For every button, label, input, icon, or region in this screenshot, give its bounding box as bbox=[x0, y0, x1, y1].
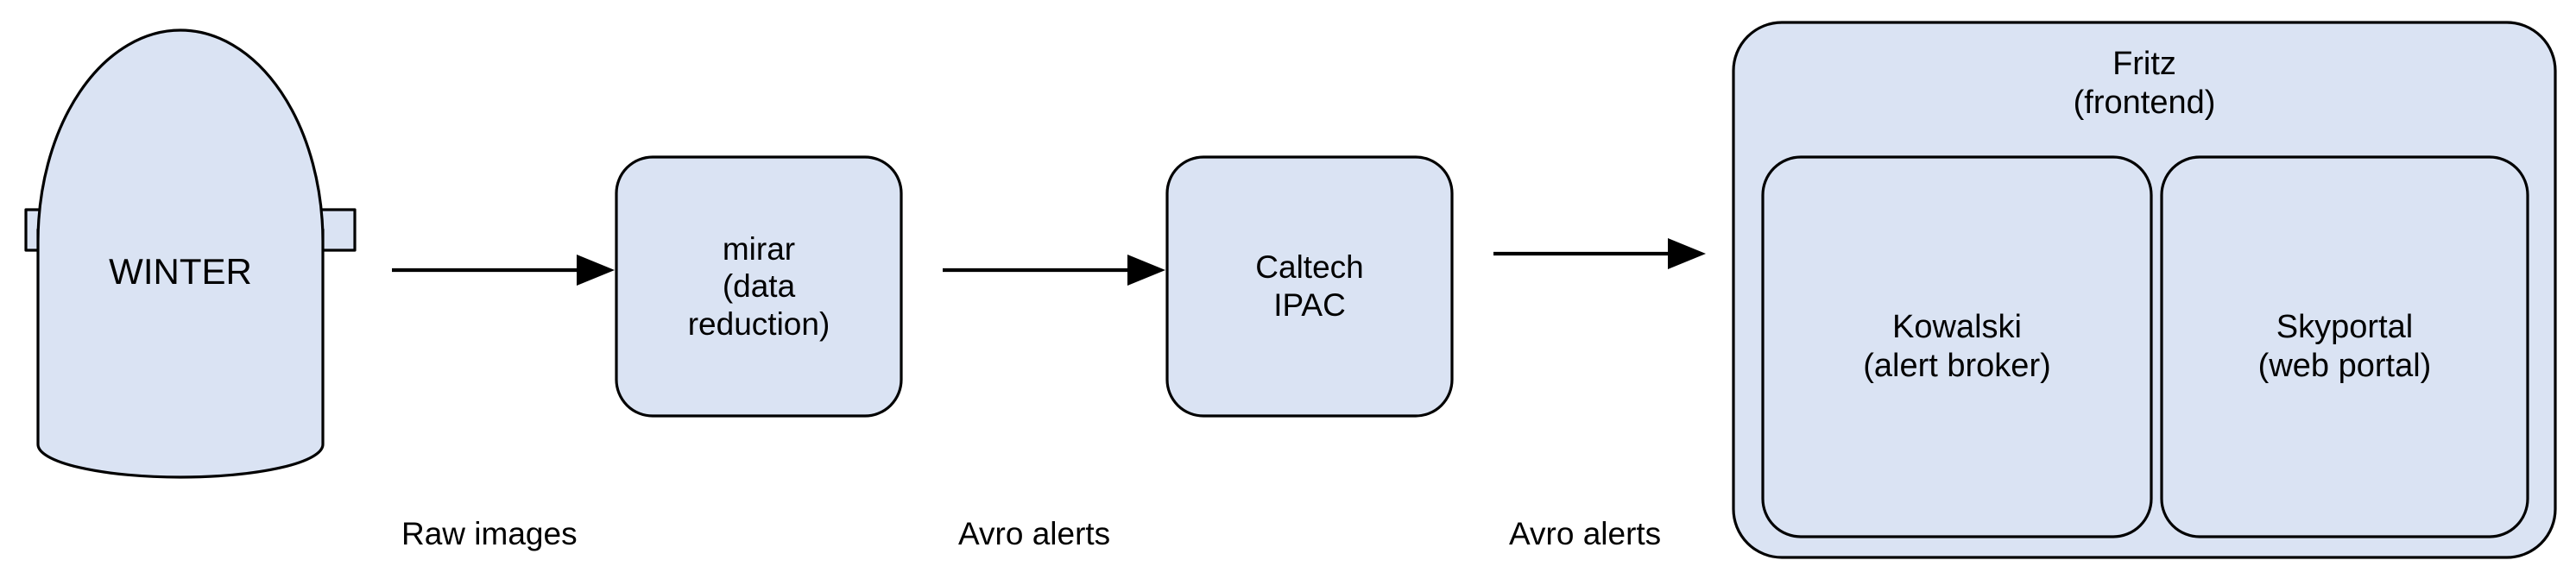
node-kowalski[interactable] bbox=[1761, 155, 2153, 538]
edge-winter-to-mirar-arrowhead bbox=[577, 255, 615, 286]
node-caltech-ipac[interactable] bbox=[1165, 155, 1454, 418]
edge-mirar-to-ipac bbox=[943, 255, 1165, 286]
edge-mirar-to-ipac-arrowhead bbox=[1127, 255, 1165, 286]
winter-right-tab bbox=[318, 208, 357, 252]
edge-ipac-to-fritz bbox=[1493, 238, 1706, 269]
mirar-box bbox=[615, 155, 903, 418]
node-mirar[interactable] bbox=[615, 155, 903, 418]
kowalski-box bbox=[1761, 155, 2153, 538]
edge-label-avro-alerts-2: Avro alerts bbox=[1509, 516, 1662, 551]
edge-ipac-to-fritz-arrowhead bbox=[1668, 238, 1706, 269]
edge-label-raw-images: Raw images bbox=[401, 516, 578, 551]
winter-dome-body bbox=[36, 28, 325, 479]
edge-winter-to-mirar bbox=[392, 255, 615, 286]
node-fritz[interactable] bbox=[1732, 21, 2557, 559]
skyportal-box bbox=[2160, 155, 2529, 538]
node-skyportal[interactable] bbox=[2160, 155, 2529, 538]
edge-label-avro-alerts-1: Avro alerts bbox=[958, 516, 1111, 551]
caltech-ipac-box bbox=[1165, 155, 1454, 418]
node-winter[interactable] bbox=[24, 28, 357, 479]
